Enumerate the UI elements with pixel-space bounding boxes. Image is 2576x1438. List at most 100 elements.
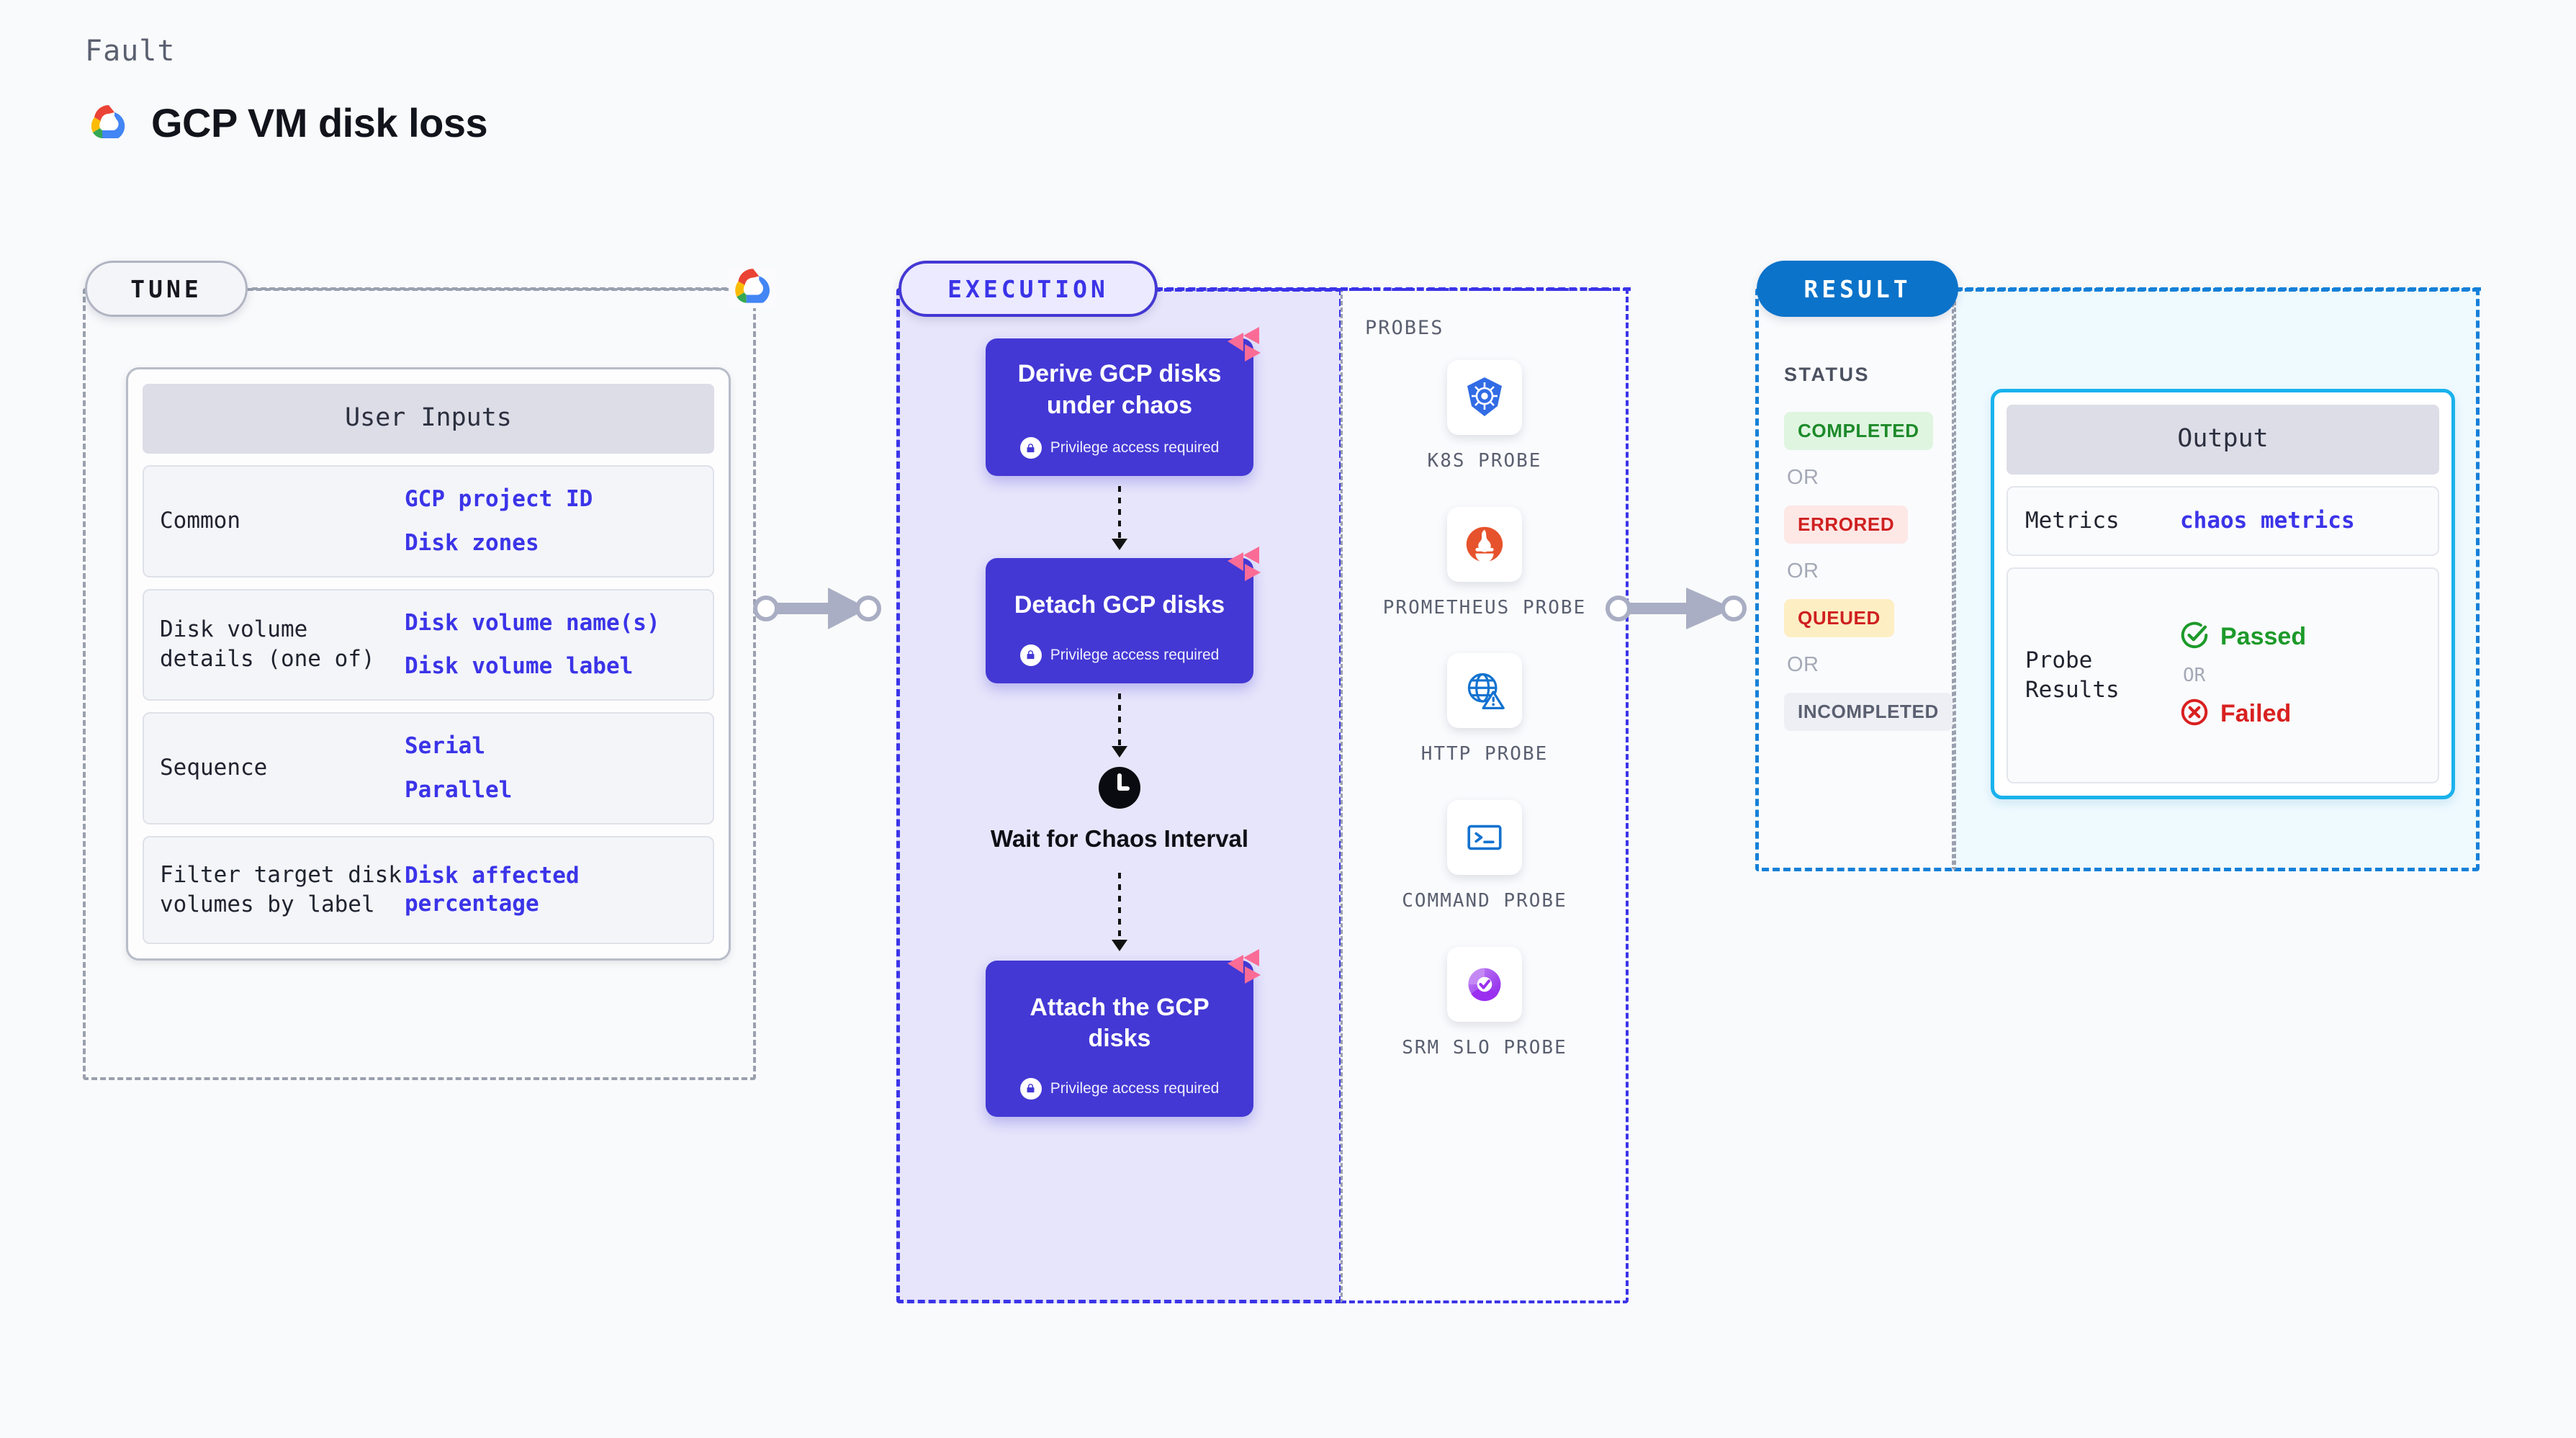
check-circle-icon — [2180, 621, 2209, 653]
input-row-key: Filter target disk volumes by label — [160, 861, 402, 917]
step-title: Derive GCP disks under chaos — [1017, 360, 1222, 419]
flow-connector-arrow — [1112, 872, 1127, 951]
output-card-title: Output — [2007, 405, 2439, 475]
probe-item-srm-slo[interactable]: SRM SLO PROBE — [1377, 946, 1593, 1062]
status-heading: STATUS — [1784, 364, 1870, 385]
execution-step-card[interactable]: Derive GCP disks under chaos Privilege a… — [986, 327, 1261, 477]
probe-label: PROMETHEUS PROBE — [1382, 596, 1587, 619]
input-value[interactable]: Disk volume name(s) — [405, 609, 660, 636]
probe-result-values: Passed OR Failed — [2180, 621, 2306, 730]
execution-step-card[interactable]: Detach GCP disks Privilege access requir… — [986, 547, 1261, 683]
kubernetes-icon — [1447, 360, 1522, 435]
step-title: Attach the GCP disks — [1030, 993, 1210, 1053]
output-key: Metrics — [2025, 508, 2120, 534]
input-value[interactable]: Disk volume label — [405, 653, 634, 680]
output-row-metrics[interactable]: Metrics chaos metrics — [2007, 486, 2439, 556]
step-subtitle-row: Privilege access required — [1003, 1077, 1236, 1100]
probe-item-k8s[interactable]: K8S PROBE — [1377, 360, 1593, 475]
page-header: Fault GCP VM disk loss — [85, 35, 488, 146]
gcp-cloud-icon — [85, 103, 131, 143]
probe-label: SRM SLO PROBE — [1402, 1036, 1567, 1059]
input-value[interactable]: Parallel — [405, 776, 513, 803]
terminal-icon — [1447, 800, 1522, 876]
flow-arrow-tune-to-execution — [753, 588, 881, 629]
probe-item-http[interactable]: HTTP PROBE — [1377, 653, 1593, 768]
wait-step[interactable]: Wait for Chaos Interval — [990, 766, 1249, 854]
srm-slo-icon — [1447, 946, 1522, 1022]
status-badge[interactable]: INCOMPLETED — [1784, 693, 1953, 731]
user-inputs-title: User Inputs — [143, 384, 714, 454]
tune-connector-line — [252, 287, 727, 290]
probe-failed-label: Failed — [2220, 699, 2292, 727]
probe-item-command[interactable]: COMMAND PROBE — [1377, 800, 1593, 915]
output-key: Probe Results — [2025, 647, 2120, 703]
probe-result-passed: Passed — [2180, 621, 2306, 653]
gcp-cloud-icon — [729, 266, 776, 308]
probe-label: COMMAND PROBE — [1402, 890, 1567, 912]
step-subtitle: Privilege access required — [1050, 646, 1220, 663]
result-status-container — [1755, 288, 1954, 871]
litmus-logo-icon — [1223, 542, 1264, 583]
prometheus-icon — [1447, 506, 1522, 582]
input-row-key: Sequence — [160, 755, 268, 781]
input-value[interactable]: Disk affected percentage — [405, 862, 580, 917]
output-card: Output Metrics chaos metrics Probe Resul… — [1991, 389, 2455, 799]
execution-step-list: Derive GCP disks under chaos Privilege a… — [896, 327, 1343, 1117]
input-row-values: Serial Parallel — [405, 732, 512, 804]
stage-pill-result[interactable]: RESULT — [1757, 261, 1958, 317]
probe-result-failed: Failed — [2180, 698, 2306, 730]
input-row-values: GCP project ID Disk zones — [405, 485, 593, 557]
input-row-values: Disk affected percentage — [405, 862, 697, 918]
probe-label: K8S PROBE — [1427, 450, 1542, 472]
input-row[interactable]: Filter target disk volumes by label Disk… — [143, 835, 714, 944]
or-separator: OR — [1787, 560, 1819, 583]
input-value[interactable]: GCP project ID — [405, 486, 593, 512]
input-value[interactable]: Disk zones — [405, 529, 539, 556]
status-badge[interactable]: ERRORED — [1784, 505, 1909, 544]
page-title: GCP VM disk loss — [151, 100, 488, 145]
litmus-logo-icon — [1223, 323, 1264, 363]
flow-connector-arrow — [1112, 486, 1127, 551]
step-subtitle-row: Privilege access required — [1003, 644, 1236, 666]
step-subtitle-row: Privilege access required — [1003, 437, 1236, 459]
step-title: Detach GCP disks — [1014, 591, 1225, 619]
tune-container — [83, 288, 756, 1080]
http-globe-icon — [1447, 653, 1522, 729]
output-row-probe-results[interactable]: Probe Results Passed OR — [2007, 567, 2439, 783]
probes-container — [1341, 288, 1629, 1303]
litmus-logo-icon — [1223, 945, 1264, 985]
wait-step-label: Wait for Chaos Interval — [990, 824, 1249, 852]
lock-icon — [1019, 1077, 1042, 1100]
result-connector-line — [1955, 287, 2481, 291]
execution-step-card[interactable]: Attach the GCP disks Privilege access re… — [986, 948, 1261, 1117]
lock-icon — [1019, 644, 1042, 666]
input-row[interactable]: Sequence Serial Parallel — [143, 712, 714, 824]
lock-icon — [1019, 437, 1042, 459]
status-badge[interactable]: QUEUED — [1784, 599, 1894, 637]
probe-label: HTTP PROBE — [1420, 743, 1549, 765]
execution-connector-line — [1156, 287, 1631, 291]
step-subtitle: Privilege access required — [1050, 1079, 1220, 1097]
input-row-key: Common — [160, 508, 240, 534]
status-column: STATUS COMPLETED OR ERRORED OR QUEUED OR… — [1784, 364, 1953, 731]
input-value[interactable]: Serial — [405, 733, 485, 759]
stage-pill-tune[interactable]: TUNE — [85, 261, 248, 317]
probes-heading: PROBES — [1365, 317, 1444, 339]
status-badge[interactable]: COMPLETED — [1784, 412, 1933, 450]
fault-eyebrow: Fault — [85, 35, 176, 68]
step-subtitle: Privilege access required — [1050, 439, 1220, 457]
output-value[interactable]: chaos metrics — [2180, 508, 2355, 534]
probe-list: K8S PROBE PROMETHEUS PROBE — [1341, 360, 1629, 1061]
probe-item-prometheus[interactable]: PROMETHEUS PROBE — [1377, 506, 1593, 622]
or-separator: OR — [2183, 664, 2206, 686]
input-row-values: Disk volume name(s) Disk volume label — [405, 609, 660, 681]
x-circle-icon — [2180, 698, 2209, 730]
or-separator: OR — [1787, 466, 1819, 489]
flow-arrow-execution-to-result — [1606, 588, 1747, 629]
input-row[interactable]: Common GCP project ID Disk zones — [143, 465, 714, 578]
input-row[interactable]: Disk volume details (one of) Disk volume… — [143, 588, 714, 701]
stage-pill-execution[interactable]: EXECUTION — [899, 261, 1158, 317]
input-row-key: Disk volume details (one of) — [160, 616, 375, 673]
user-inputs-card: User Inputs Common GCP project ID Disk z… — [126, 367, 731, 961]
title-row: GCP VM disk loss — [85, 99, 488, 146]
